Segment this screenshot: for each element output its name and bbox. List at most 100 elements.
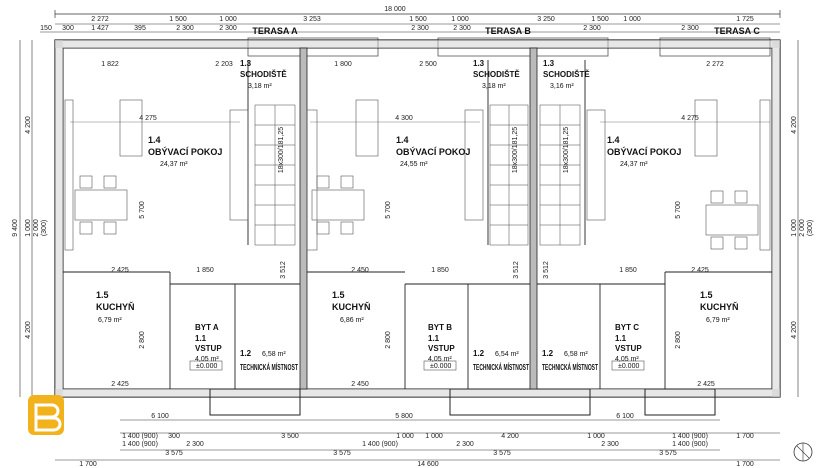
room-name: TECHNICKÁ MÍSTNOST	[240, 363, 298, 372]
dim-label: 4 275	[139, 115, 157, 122]
room-area: 6,79 m²	[706, 317, 730, 324]
room-stairs-b: 1.3 SCHODIŠTĚ 3,18 m²	[473, 59, 520, 90]
room-area: 6,86 m²	[340, 317, 364, 324]
dim-label: 3 512	[543, 261, 550, 279]
dim-label: 5 700	[139, 201, 146, 219]
terrace-a-label: TERASA A	[252, 26, 298, 36]
dim-label: 1 000	[25, 219, 32, 237]
room-number: 1.2	[240, 349, 252, 358]
room-area: 24,37 m²	[160, 161, 188, 168]
room-area: 4,05 m²	[428, 356, 452, 363]
dim-label: 2 300	[219, 25, 237, 32]
dim-label: 1 725	[736, 16, 754, 23]
dim-label: 1 800	[334, 61, 352, 68]
dim-label: 2 300	[456, 441, 474, 448]
dim-label: 2 300	[176, 25, 194, 32]
dim-label: 1 400 (900)	[672, 441, 708, 448]
top-dimension-row-1: 2 272 1 500 1 000 3 253 1 500 1 000 3 25…	[55, 16, 780, 25]
stairs-a	[254, 104, 296, 246]
room-area: 4,05 m²	[615, 356, 639, 363]
room-entry-a: BYT A 1.1 VSTUP 4,05 m² ±0.000	[189, 323, 222, 371]
room-area: 24,55 m²	[400, 161, 428, 168]
room-number: 1.2	[473, 349, 485, 358]
room-name: VSTUP	[195, 344, 222, 353]
room-area: 3,18 m²	[482, 83, 506, 90]
room-name: SCHODIŠTĚ	[543, 70, 590, 79]
room-number: 1.4	[148, 135, 161, 145]
room-name: TECHNICKÁ MÍSTNOST	[473, 363, 529, 372]
bottom-dimension-row-4: 3 575 3 575 3 575 3 575	[120, 449, 720, 457]
room-area: 6,58 m²	[262, 351, 286, 358]
right-dimensions: 4 200 1 000 2 000 (300) 4 200	[791, 40, 814, 397]
room-name: VSTUP	[615, 344, 642, 353]
dim-label: 2 272	[706, 61, 724, 68]
dim-label: 2 300	[583, 25, 601, 32]
dim-label: 1 850	[619, 267, 637, 274]
dim-label: 1 822	[101, 61, 119, 68]
north-arrow-icon	[793, 442, 813, 462]
dim-label: 395	[134, 25, 146, 32]
room-area: 3,16 m²	[550, 83, 574, 90]
room-name: SCHODIŠTĚ	[240, 70, 287, 79]
interior-dimensions: 4 275 4 300 4 275 2 425 2 450 2 425 2 42…	[70, 61, 770, 388]
dim-label: 2 450	[351, 267, 369, 274]
bottom-dimension-row-5: 1 700 14 600 1 700	[55, 459, 780, 468]
room-area: 6,79 m²	[98, 317, 122, 324]
room-name: KUCHYŇ	[96, 301, 135, 312]
dim-label: 1 850	[431, 267, 449, 274]
room-stairs-c: 1.3 SCHODIŠTĚ 3,16 m²	[543, 59, 590, 90]
bottom-dimension-row-3: 1 400 (900) 2 300 1 400 (900) 2 300 1 40…	[122, 441, 708, 448]
dim-label: 1 500	[591, 16, 609, 23]
room-area: 24,37 m²	[620, 161, 648, 168]
dim-label: 1 850	[196, 267, 214, 274]
room-kitchen-a: 1.5 KUCHYŇ 6,79 m²	[96, 290, 135, 324]
room-name: SCHODIŠTĚ	[473, 70, 520, 79]
dim-label: 2 272	[91, 16, 109, 23]
dim-label: 4 300	[395, 115, 413, 122]
dim-label: 3 250	[537, 16, 555, 23]
overall-height-label: 9 400	[12, 219, 19, 237]
dim-label: 18x300/181,25	[563, 127, 570, 173]
room-number: 1.2	[542, 349, 554, 358]
room-entry-b: BYT B 1.1 VSTUP 4,05 m² ±0.000	[423, 323, 457, 371]
dim-label: 3 253	[303, 16, 321, 23]
dim-label: 2 800	[139, 331, 146, 349]
dim-label: 4 200	[501, 433, 519, 440]
dim-label: 2 800	[385, 331, 392, 349]
dim-label: 300	[168, 433, 180, 440]
dim-label: 1 000	[396, 433, 414, 440]
dim-label: 2 300	[453, 25, 471, 32]
room-number: 1.5	[96, 290, 109, 300]
dim-label: 2 425	[111, 381, 129, 388]
entry-bumpouts	[209, 388, 716, 416]
dim-label: 2 300	[411, 25, 429, 32]
dim-label: 2 000	[799, 219, 806, 237]
room-number: 1.5	[700, 290, 713, 300]
room-tech-c: 1.2 6,58 m² TECHNICKÁ MÍSTNOST	[542, 349, 598, 372]
dim-label: 3 575	[165, 450, 183, 457]
terrace-c-label: TERASA C	[714, 26, 760, 36]
room-name: KUCHYŇ	[332, 301, 371, 312]
dim-label: 3 512	[280, 261, 287, 279]
unit-name: BYT A	[195, 323, 219, 332]
dim-label: 1 400 (900)	[122, 433, 158, 440]
overall-bottom-label: 14 600	[417, 461, 439, 468]
bottom-dimension-row-1: 6 100 5 800 6 100	[120, 413, 720, 421]
room-name: VSTUP	[428, 344, 455, 353]
dim-label: 2 000	[33, 219, 40, 237]
room-number: 1.1	[195, 334, 207, 343]
dim-label: 1 000	[219, 16, 237, 23]
room-living-c: 1.4 OBÝVACÍ POKOJ 24,37 m²	[607, 135, 681, 168]
dim-label: 1 400 (900)	[122, 441, 158, 448]
dim-label: 1 700	[736, 461, 754, 468]
dim-label: 4 275	[681, 115, 699, 122]
terrace-b-label: TERASA B	[485, 26, 531, 36]
dim-label: 4 200	[791, 321, 798, 339]
floor-level: ±0.000	[196, 363, 217, 370]
dim-label: 3 575	[493, 450, 511, 457]
stairs-c	[539, 104, 581, 246]
room-area: 6,54 m²	[495, 351, 519, 358]
dim-label: 18x300/181,25	[512, 127, 519, 173]
dim-label: 1 700	[736, 433, 754, 440]
dim-label: 2 300	[601, 441, 619, 448]
